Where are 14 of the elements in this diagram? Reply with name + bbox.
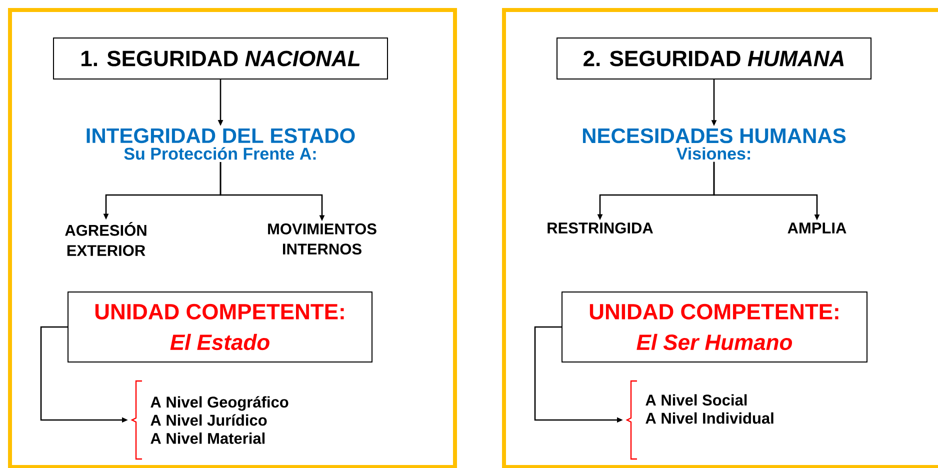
heading-text: NECESIDADES HUMANAS Visiones:	[582, 128, 846, 160]
category-label: MOVIMIENTOS INTERNOS	[268, 223, 376, 255]
unit-box: UNIDAD COMPETENTE: El Ser Humano	[562, 292, 868, 362]
panel-frame	[8, 8, 457, 468]
category-label: AGRESIÓN EXTERIOR	[65, 222, 146, 256]
level-list: A Nivel Geográfico A Nivel Jurídico A Nivel Material	[150, 396, 288, 444]
unit-box: UNIDAD COMPETENTE: El Estado	[68, 292, 372, 362]
panel-frame	[502, 8, 938, 468]
level-list: A Nivel Social A Nivel Individual	[646, 394, 774, 424]
title-box: 2. SEGURIDAD HUMANA	[556, 38, 872, 80]
title-box: 1. SEGURIDAD NACIONAL	[53, 38, 388, 80]
category-label: AMPLIA	[788, 222, 846, 234]
heading-text: INTEGRIDAD DEL ESTADO Su Protección Frente A:	[86, 128, 355, 160]
category-label: RESTRINGIDA	[548, 222, 653, 234]
